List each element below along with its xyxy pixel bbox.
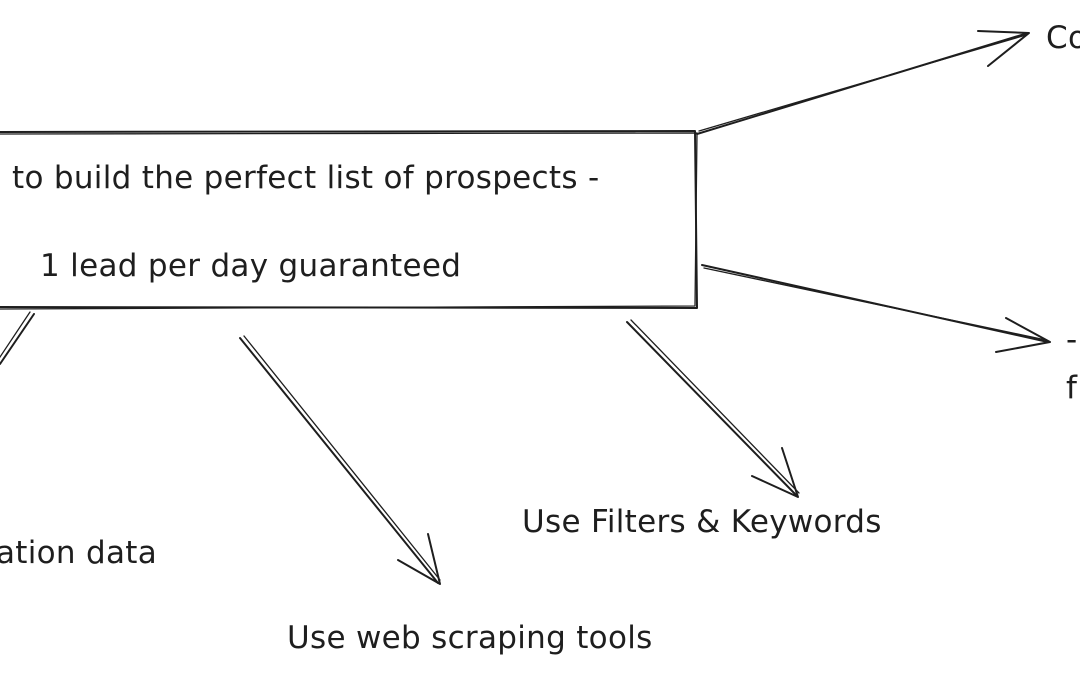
branch-label-bottom-left: ation data	[0, 535, 157, 571]
central-node-line-2: 1 lead per day guaranteed	[40, 248, 461, 284]
branch-label-right-2: f	[1066, 370, 1078, 406]
arrow-to-bottom-left	[0, 311, 35, 365]
arrow-to-top-right	[696, 30, 1030, 135]
central-node[interactable]: to build the perfect list of prospects -…	[0, 130, 698, 310]
central-node-line-1: to build the perfect list of prospects -	[12, 160, 599, 196]
branch-label-bottom-right: Use Filters & Keywords	[522, 504, 882, 540]
branch-label-bottom-center: Use web scraping tools	[287, 620, 653, 656]
arrow-to-bottom-center	[239, 335, 441, 585]
branch-label-top-right: Co	[1046, 20, 1080, 56]
branch-label-right-1: -	[1066, 322, 1078, 358]
arrow-to-bottom-right	[626, 319, 800, 498]
arrow-to-right	[701, 264, 1051, 353]
